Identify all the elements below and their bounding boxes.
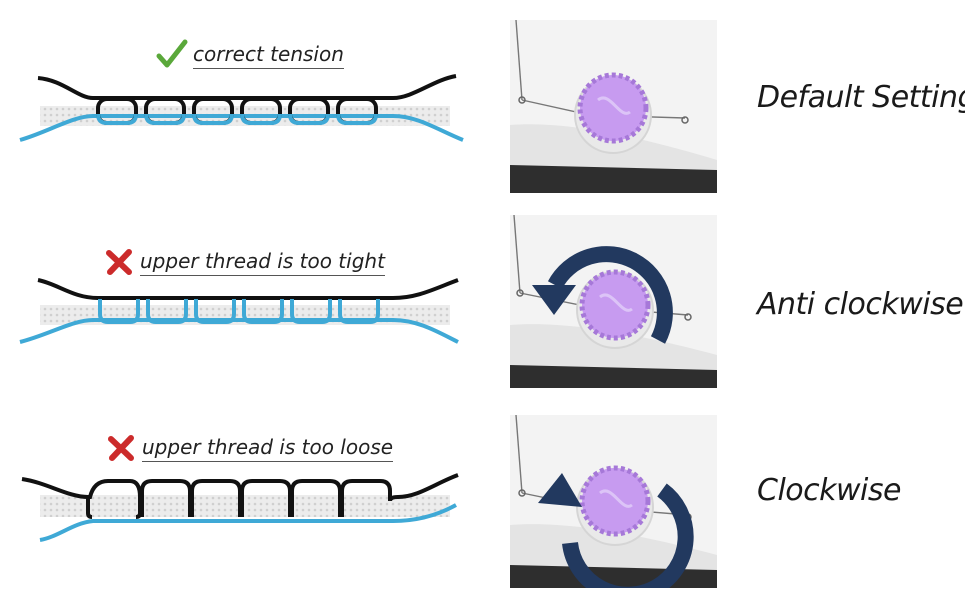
stitch-loops [98, 299, 380, 324]
tension-knob [579, 269, 651, 341]
tension-row-loose: upper thread is too loose [0, 415, 965, 595]
caption: upper thread is too loose [104, 431, 394, 465]
upper-thread-end [397, 473, 459, 499]
tension-row-tight: upper thread is too tight [0, 215, 965, 395]
clockwise-arrow-icon [538, 473, 694, 588]
tension-knob-photo [510, 20, 717, 193]
stitch-loops [96, 97, 378, 125]
tension-knob-photo [510, 415, 717, 588]
setting-label: Anti clockwise [757, 287, 964, 322]
caption: correct tension [155, 38, 344, 72]
check-icon [156, 39, 188, 68]
stitch-diagram-loose [21, 473, 459, 542]
cross-icon [106, 249, 132, 275]
caption-text: upper thread is too loose [142, 435, 394, 462]
setting-label: Default Setting [757, 80, 965, 115]
tension-row-correct: correct tension [0, 20, 965, 200]
caption: upper thread is too tight [102, 245, 385, 279]
anticlockwise-arrow-icon [532, 246, 673, 344]
caption-text: upper thread is too tight [140, 249, 385, 276]
bobbin-thread [19, 318, 459, 344]
tension-knob-photo [510, 215, 717, 388]
upper-thread [37, 74, 457, 100]
bobbin-thread [39, 503, 457, 542]
tension-knob [579, 465, 651, 537]
stitch-diagram-correct [19, 74, 464, 142]
upper-thread [37, 278, 459, 300]
stitch-loops [86, 479, 399, 519]
stitch-diagram-tight [19, 278, 459, 344]
upper-thread [21, 477, 89, 499]
tension-knob [577, 72, 649, 144]
setting-label: Clockwise [757, 473, 901, 508]
caption-text: correct tension [193, 42, 344, 69]
cross-icon [108, 435, 134, 461]
